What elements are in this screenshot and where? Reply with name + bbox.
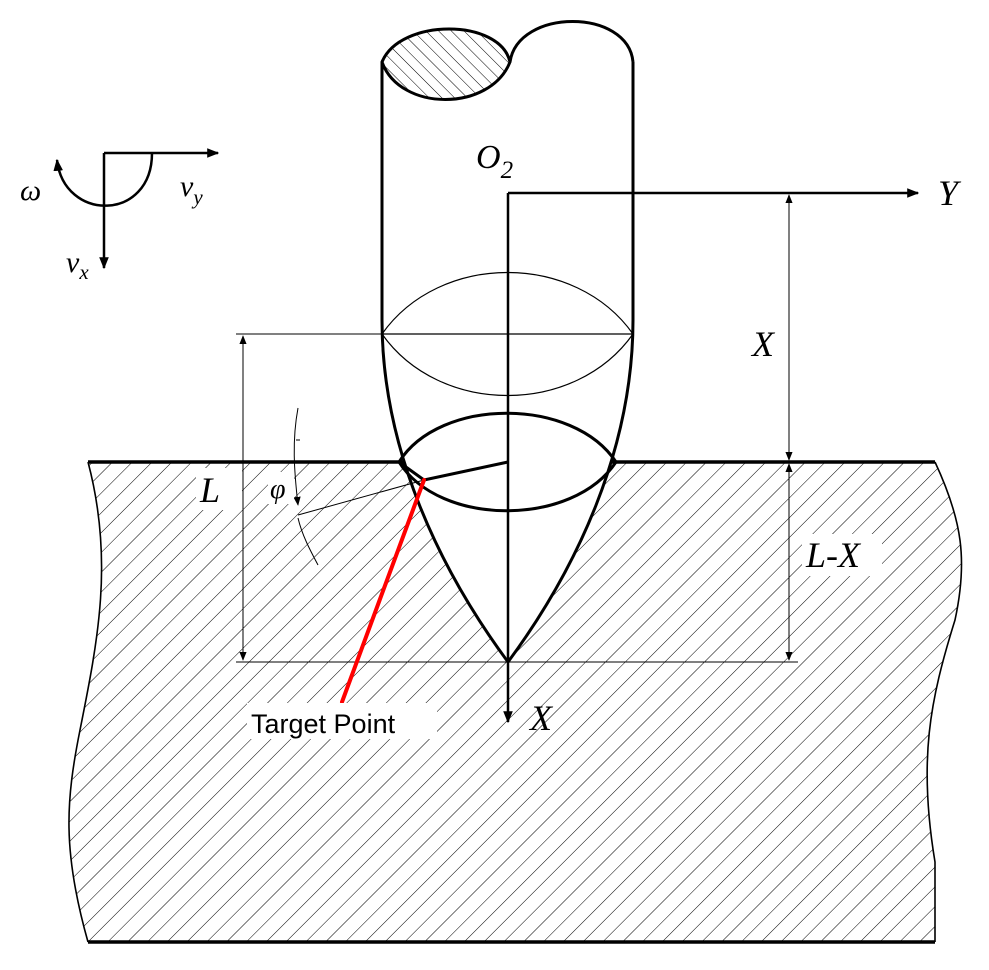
tool-cross-section: [380, 27, 512, 101]
workpiece-right-break: [926, 461, 963, 942]
surface-section-ellipse: [397, 411, 618, 513]
vy-label: vy: [180, 170, 203, 209]
vx-label: vx: [66, 246, 89, 284]
omega-label: ω: [20, 174, 41, 207]
origin-label: O2: [476, 139, 513, 184]
phi-arc: [293, 407, 301, 506]
phi-arc-tail: [297, 517, 319, 566]
dim-x-label: X: [750, 324, 776, 364]
axis-x-label: X: [528, 698, 554, 738]
phi-reference-line: [297, 479, 425, 516]
omega-arc: [53, 152, 154, 207]
workpiece-left-break: [68, 461, 103, 943]
workpiece: [68, 462, 962, 942]
dim-l-label: L: [199, 470, 220, 510]
tool-top-arc: [508, 20, 635, 63]
dim-lx-label: L-X: [805, 535, 862, 575]
target-point-label: Target Point: [251, 709, 396, 739]
target-pointer-line: [340, 478, 426, 704]
axis-y-label: Y: [938, 173, 962, 213]
phi-label: φ: [270, 474, 286, 505]
velocity-frame-icon: [53, 148, 220, 270]
